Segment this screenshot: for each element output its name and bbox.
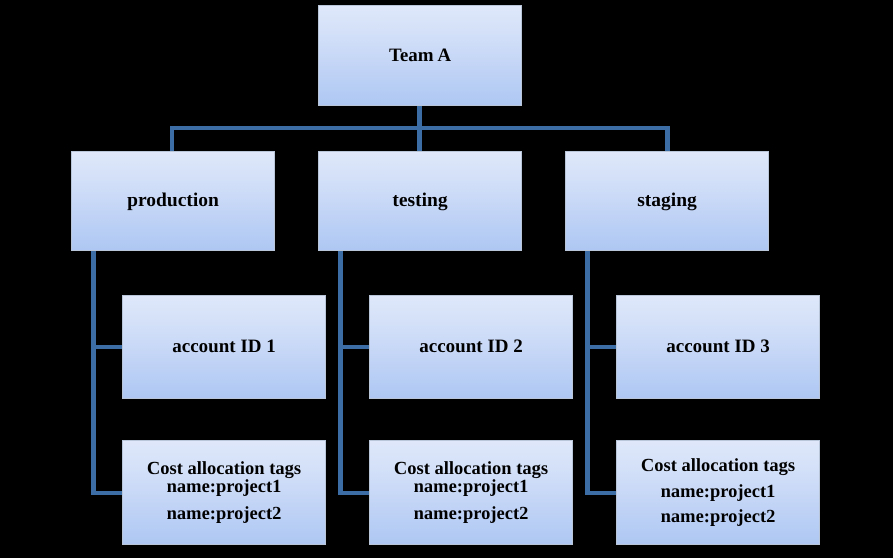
node-cost-allocation-tags-2-heading: Cost allocation tags	[393, 459, 549, 480]
connector-spine-testing	[338, 250, 343, 495]
node-cost-allocation-tags-1-tag-1: name:project1	[166, 476, 282, 497]
node-cost-allocation-tags-3[interactable]: Cost allocation tags name:project1 name:…	[616, 440, 820, 545]
connector-drop-staging	[665, 126, 670, 152]
connector-stub-tags-3	[585, 491, 617, 495]
node-account-1[interactable]: account ID 1	[122, 295, 326, 399]
node-cost-allocation-tags-1-heading: Cost allocation tags	[146, 459, 302, 480]
node-account-1-label: account ID 1	[172, 336, 276, 358]
node-environment-production[interactable]: production	[71, 151, 275, 251]
node-cost-allocation-tags-3-tag-1: name:project1	[660, 481, 776, 502]
node-account-3[interactable]: account ID 3	[616, 295, 820, 399]
node-environment-production-label: production	[127, 189, 219, 211]
node-environment-staging-label: staging	[637, 189, 697, 211]
connector-drop-testing	[417, 126, 422, 152]
node-cost-allocation-tags-2[interactable]: Cost allocation tags name:project1 name:…	[369, 440, 573, 545]
node-cost-allocation-tags-3-heading: Cost allocation tags	[640, 456, 796, 477]
node-cost-allocation-tags-3-tag-2: name:project2	[660, 507, 776, 528]
node-environment-testing[interactable]: testing	[318, 151, 522, 251]
connector-drop-production	[170, 126, 174, 152]
node-environment-staging[interactable]: staging	[565, 151, 769, 251]
connector-stub-tags-2	[338, 491, 370, 495]
node-team-a-label: Team A	[388, 44, 452, 66]
node-account-2-label: account ID 2	[419, 336, 523, 358]
connector-stub-account-2	[338, 345, 370, 349]
node-team-a[interactable]: Team A	[318, 5, 522, 106]
node-cost-allocation-tags-2-tag-1: name:project1	[413, 476, 529, 497]
node-account-2[interactable]: account ID 2	[369, 295, 573, 399]
node-cost-allocation-tags-2-tag-2: name:project2	[413, 504, 529, 525]
node-environment-testing-label: testing	[392, 189, 448, 211]
node-cost-allocation-tags-1-tag-2: name:project2	[166, 504, 282, 525]
connector-spine-production	[91, 250, 96, 495]
connector-stub-account-1	[91, 345, 123, 349]
connector-spine-staging	[585, 250, 590, 495]
node-cost-allocation-tags-1[interactable]: Cost allocation tags name:project1 name:…	[122, 440, 326, 545]
connector-stub-account-3	[585, 345, 617, 349]
connector-stub-tags-1	[91, 491, 123, 495]
connector-root-stem	[417, 105, 422, 130]
node-account-3-label: account ID 3	[666, 336, 770, 358]
